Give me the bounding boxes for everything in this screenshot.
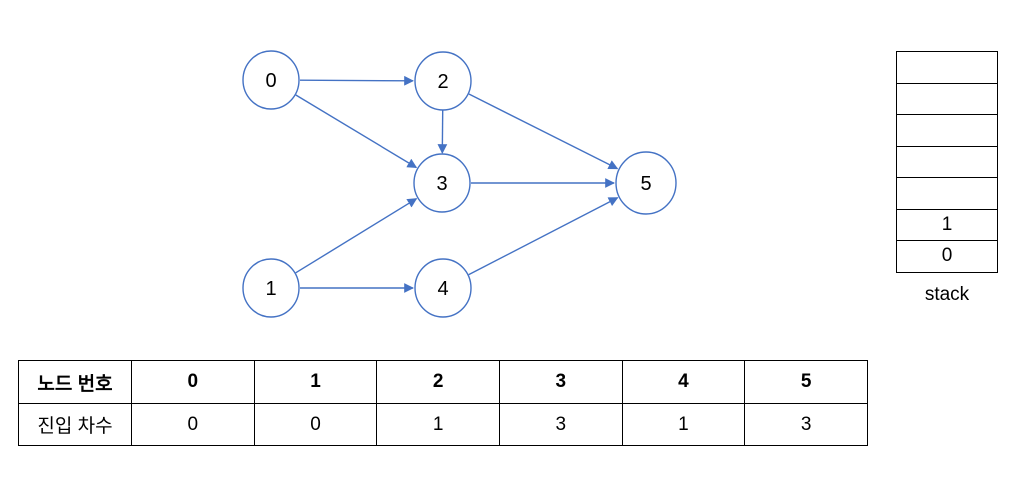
graph-edge-4-5: [468, 197, 619, 276]
table-header-cell-2: 2: [376, 360, 500, 404]
stack-cell-0: [897, 52, 997, 84]
graph-node-label-0: 0: [265, 70, 276, 92]
table-value-label: 진입 차수: [18, 403, 132, 446]
table-value-cell-5: 3: [744, 403, 868, 446]
table-value-cell-2: 1: [376, 403, 500, 446]
graph-node-4: 4: [414, 258, 472, 318]
table-header-label: 노드 번호: [18, 360, 132, 404]
table-value-cell-4: 1: [621, 403, 746, 446]
graph-node-0: 0: [242, 50, 300, 110]
stack-cell-2: [897, 115, 997, 147]
stack-cell-4: [897, 178, 997, 210]
graph-node-1: 1: [242, 258, 300, 318]
graph-node-label-1: 1: [265, 278, 276, 300]
stack-cell-6: 0: [941, 245, 953, 266]
graph-node-5: 5: [615, 151, 677, 215]
table-header-cell-0: 0: [131, 360, 255, 404]
graph-node-label-4: 4: [437, 278, 448, 300]
graph-edge-1-3: [295, 198, 418, 274]
graph-node-label-3: 3: [436, 173, 447, 195]
stack-cell-5: 1: [897, 210, 997, 241]
graph-node-2: 2: [414, 51, 472, 111]
table-value-cell-0: 0: [131, 403, 255, 446]
table-header-cell-1: 1: [253, 360, 378, 404]
graph-edge-2-5: [468, 93, 619, 170]
stack-label: stack: [924, 284, 970, 305]
table-header-cell-3: 3: [498, 360, 623, 404]
table-header-cell-4: 4: [621, 360, 746, 404]
graph-edge-0-2: [299, 75, 414, 86]
graph-node-label-5: 5: [640, 173, 651, 195]
table-value-cell-3: 3: [498, 403, 623, 446]
table-value-cell-1: 0: [253, 403, 378, 446]
table-header-cell-5: 5: [744, 360, 868, 404]
graph-node-3: 3: [413, 153, 471, 213]
graph-node-label-2: 2: [437, 71, 448, 93]
stack-cell-3: [897, 147, 997, 178]
graph-edge-0-3: [295, 94, 418, 169]
stack-cell-1: [897, 84, 997, 115]
